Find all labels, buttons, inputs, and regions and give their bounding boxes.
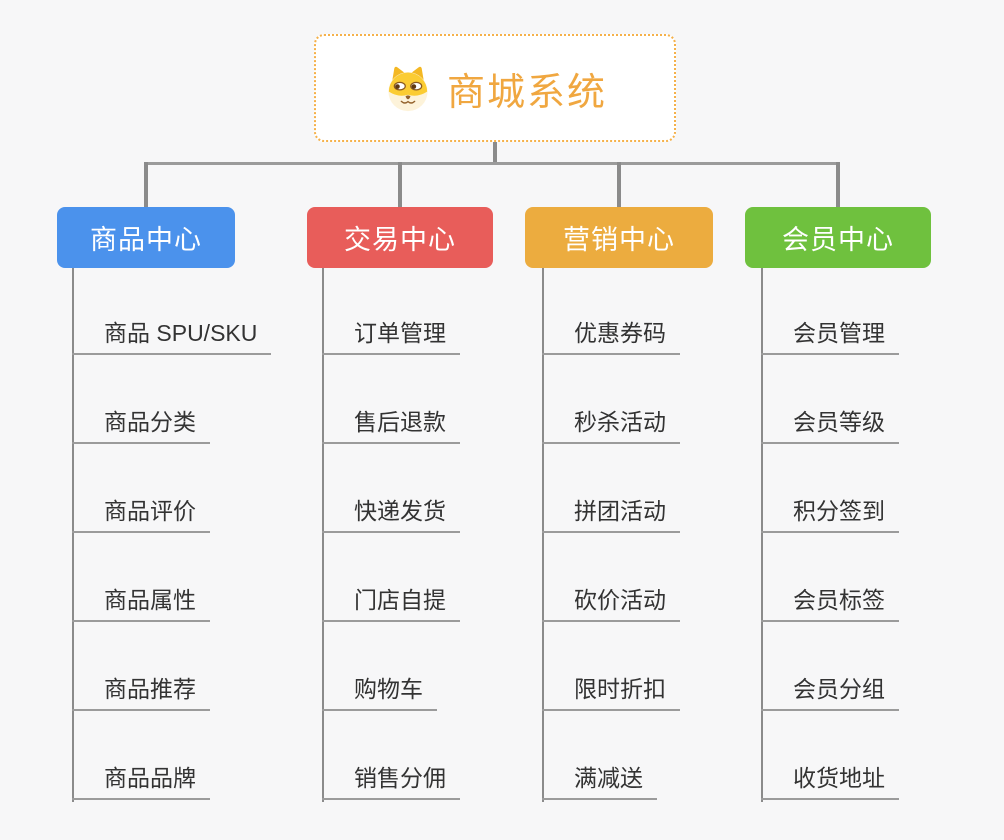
child-node[interactable]: 满减送 bbox=[542, 762, 657, 800]
child-node[interactable]: 会员标签 bbox=[761, 584, 899, 622]
child-node[interactable]: 商品属性 bbox=[72, 584, 210, 622]
child-node[interactable]: 积分签到 bbox=[761, 495, 899, 533]
child-node[interactable]: 快递发货 bbox=[322, 495, 460, 533]
child-node[interactable]: 门店自提 bbox=[322, 584, 460, 622]
child-node[interactable]: 商品推荐 bbox=[72, 673, 210, 711]
branch-node-marketing-center[interactable]: 营销中心 bbox=[525, 207, 713, 268]
child-node[interactable]: 商品 SPU/SKU bbox=[72, 317, 272, 355]
child-node[interactable]: 会员分组 bbox=[761, 673, 899, 711]
branch-node-product-center[interactable]: 商品中心 bbox=[57, 207, 235, 268]
child-node[interactable]: 售后退款 bbox=[322, 406, 460, 444]
connector-drop bbox=[398, 162, 402, 207]
connector-drop bbox=[617, 162, 621, 207]
branch-spine bbox=[761, 268, 763, 802]
branch-node-member-center[interactable]: 会员中心 bbox=[745, 207, 931, 268]
branch-spine bbox=[72, 268, 74, 802]
child-node[interactable]: 会员等级 bbox=[761, 406, 899, 444]
shiba-dog-icon bbox=[383, 65, 433, 112]
branch-node-trade-center[interactable]: 交易中心 bbox=[307, 207, 493, 268]
root-node[interactable]: 商城系统 bbox=[314, 34, 676, 142]
child-node[interactable]: 购物车 bbox=[322, 673, 437, 711]
child-node[interactable]: 优惠券码 bbox=[542, 317, 680, 355]
child-node[interactable]: 砍价活动 bbox=[542, 584, 680, 622]
connector-drop bbox=[836, 162, 840, 207]
child-node[interactable]: 秒杀活动 bbox=[542, 406, 680, 444]
connector-drop bbox=[144, 162, 148, 207]
child-node[interactable]: 收货地址 bbox=[761, 762, 899, 800]
child-node[interactable]: 拼团活动 bbox=[542, 495, 680, 533]
root-title: 商城系统 bbox=[446, 71, 607, 114]
child-node[interactable]: 商品品牌 bbox=[72, 762, 210, 800]
branch-spine bbox=[322, 268, 324, 802]
child-node[interactable]: 限时折扣 bbox=[542, 673, 680, 711]
child-node[interactable]: 商品评价 bbox=[72, 495, 210, 533]
connector-horizontal-bar bbox=[144, 162, 840, 165]
child-node[interactable]: 订单管理 bbox=[322, 317, 460, 355]
branch-spine bbox=[542, 268, 544, 802]
child-node[interactable]: 会员管理 bbox=[761, 317, 899, 355]
child-node[interactable]: 商品分类 bbox=[72, 406, 210, 444]
child-node[interactable]: 销售分佣 bbox=[322, 762, 460, 800]
connector-root-trunk bbox=[493, 142, 497, 163]
